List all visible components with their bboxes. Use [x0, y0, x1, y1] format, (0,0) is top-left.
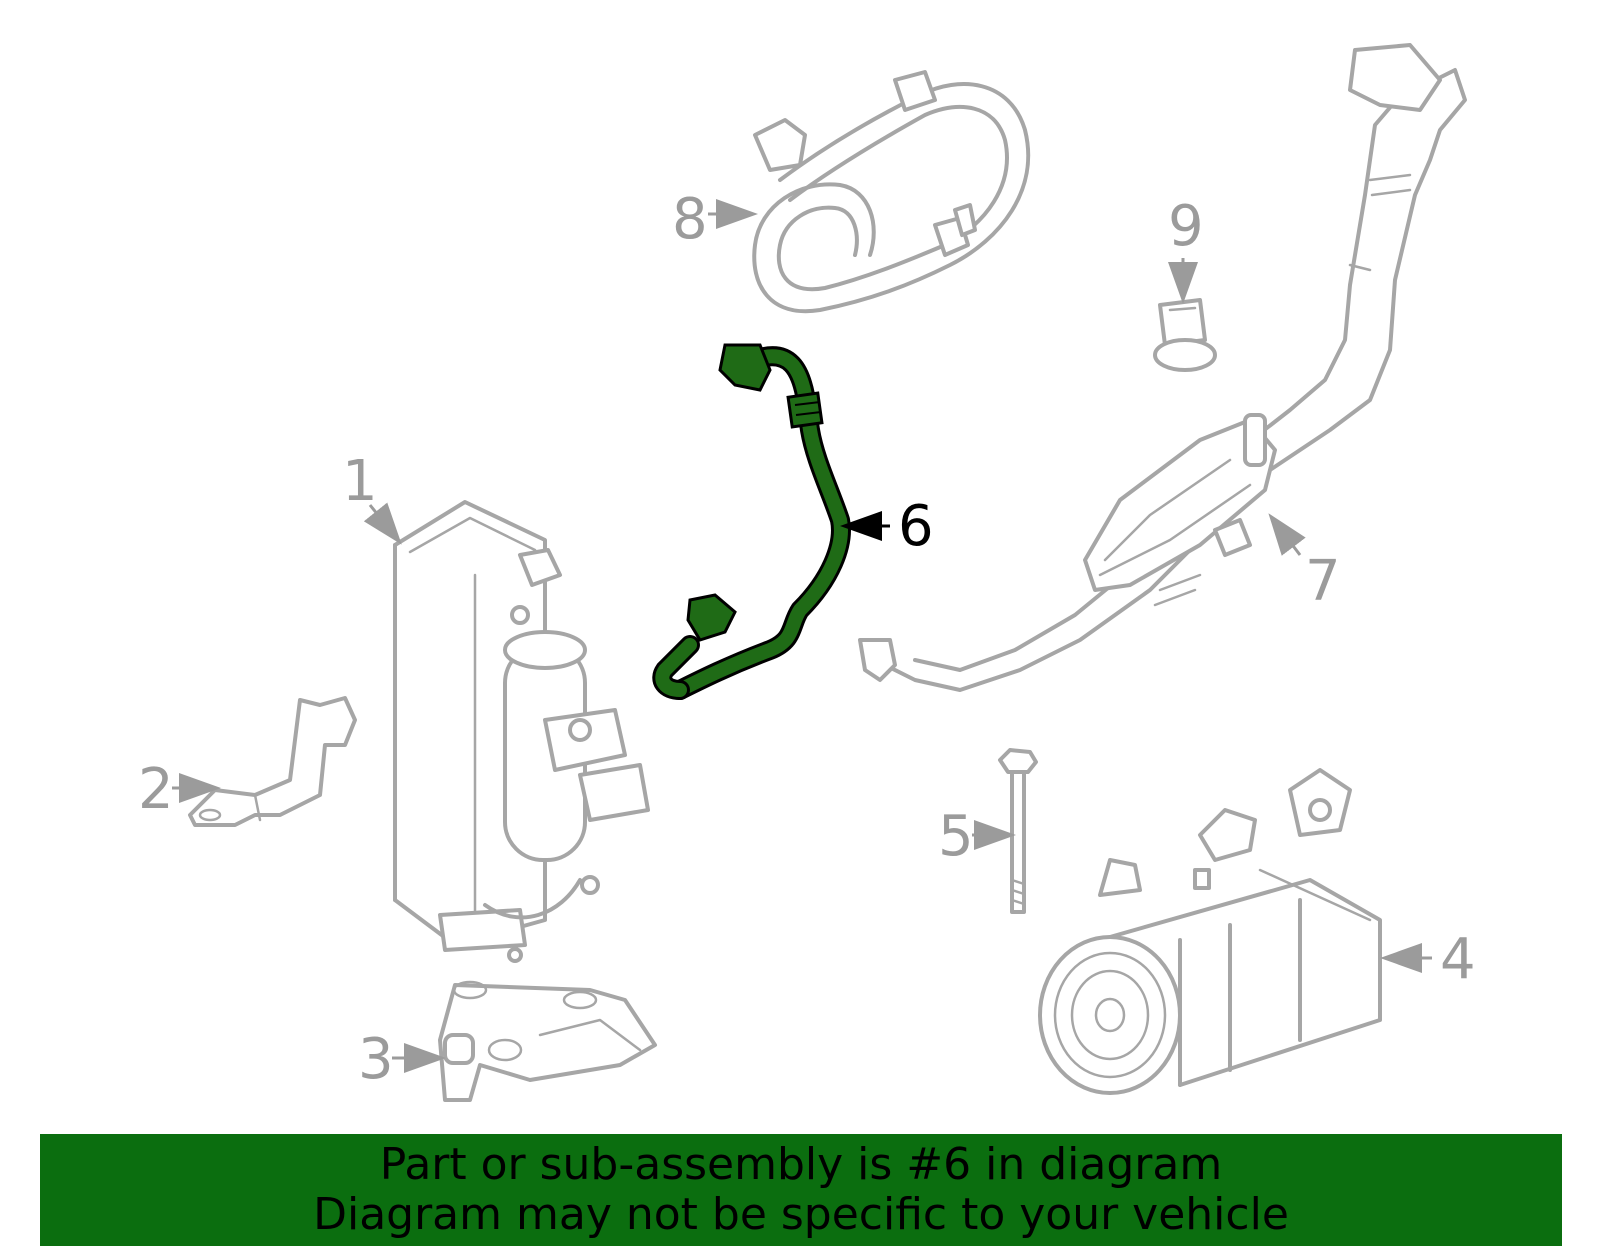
part-2-bracket[interactable]	[188, 696, 357, 827]
part-9-pressure-sensor[interactable]	[1153, 298, 1217, 372]
callout-1: 1	[342, 449, 402, 545]
callout-4: 4	[1380, 927, 1476, 992]
svg-text:1: 1	[342, 449, 378, 514]
svg-text:5: 5	[938, 804, 974, 869]
part-4-compressor[interactable]	[1038, 768, 1382, 1095]
svg-text:7: 7	[1305, 549, 1341, 614]
part-6-ac-hose[interactable]	[652, 343, 851, 700]
banner-line-disclaimer: Diagram may not be specific to your vehi…	[313, 1189, 1289, 1240]
callout-2: 2	[138, 757, 221, 822]
svg-text:2: 2	[138, 757, 174, 822]
callout-3: 3	[358, 1027, 446, 1092]
callout-9: 9	[1168, 194, 1204, 304]
parts-diagram: 1 2 3 4 5 6 7 8 9	[138, 43, 1476, 1102]
callout-7: 7	[1268, 513, 1341, 614]
callout-5: 5	[938, 804, 1016, 869]
callout-8: 8	[672, 187, 758, 252]
banner-line-part-number: Part or sub-assembly is #6 in diagram	[379, 1139, 1223, 1190]
part-8-hose[interactable]	[752, 70, 1031, 314]
callout-6: 6	[840, 494, 934, 559]
svg-text:9: 9	[1168, 194, 1204, 259]
notice-banner: Part or sub-assembly is #6 in diagram Di…	[40, 1134, 1562, 1246]
svg-text:4: 4	[1440, 927, 1476, 992]
svg-text:6: 6	[898, 494, 934, 559]
svg-text:3: 3	[358, 1027, 394, 1092]
svg-text:8: 8	[672, 187, 708, 252]
part-7-hose-assembly[interactable]	[858, 43, 1467, 692]
part-1-condenser[interactable]	[393, 500, 650, 963]
part-5-bolt[interactable]	[998, 748, 1038, 914]
part-3-mount-bracket[interactable]	[438, 980, 657, 1102]
